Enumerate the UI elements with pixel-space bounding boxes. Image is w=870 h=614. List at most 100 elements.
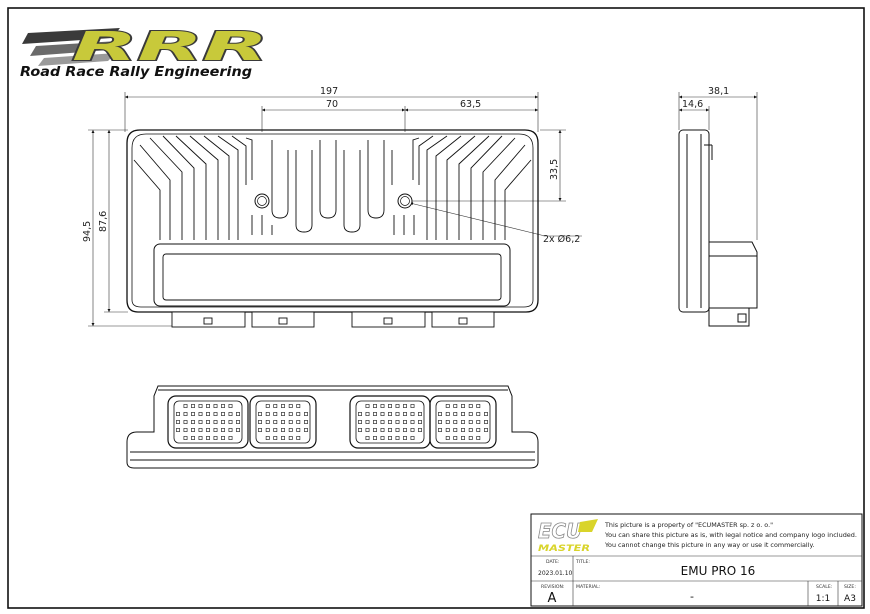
dimension-left: 94,5 87,6 <box>82 129 172 327</box>
connector-pin <box>296 404 301 408</box>
dimension-hole: 33,5 2x Ø6,2 <box>409 129 582 245</box>
connector-pin <box>273 428 278 432</box>
connector-pin <box>365 436 370 440</box>
connector-pin <box>395 436 400 440</box>
connector-pin <box>365 404 370 408</box>
connector-pin <box>176 428 180 432</box>
dim-connector-spacing: 70 <box>326 99 338 110</box>
connector-block-2 <box>249 395 317 449</box>
connector-pin <box>410 420 415 424</box>
connector-pin <box>265 420 270 424</box>
connector-pin <box>358 420 362 424</box>
connector-pin <box>221 436 225 440</box>
revision-value: A <box>548 591 557 606</box>
connector-pin <box>236 428 240 432</box>
connector-pin <box>273 412 278 416</box>
connector-pin <box>388 420 392 424</box>
connector-pin <box>258 412 262 416</box>
connector-pin <box>281 420 285 424</box>
connector-pin <box>191 428 195 432</box>
mounting-hole-left <box>254 193 270 209</box>
connector-pin <box>296 420 301 424</box>
connector-pin <box>461 436 465 440</box>
connector-pin <box>288 428 293 432</box>
connector-pin <box>213 436 218 440</box>
connector-pin <box>373 436 377 440</box>
connector-pin <box>198 420 203 424</box>
connector-pin <box>403 404 407 408</box>
connector-pin <box>395 428 400 432</box>
dim-side-flange: 14,6 <box>682 99 703 110</box>
connector-pin <box>281 436 285 440</box>
connector-pin <box>206 404 210 408</box>
svg-text:MASTER: MASTER <box>538 544 590 554</box>
connector-pin <box>380 420 385 424</box>
connector-pin <box>258 428 262 432</box>
connector-pin <box>296 436 301 440</box>
mounting-hole-right <box>397 193 413 209</box>
connector-pin <box>206 420 210 424</box>
ecumaster-logo: ECU MASTER <box>538 519 598 554</box>
connector-pin <box>403 412 407 416</box>
dim-inner-height: 87,6 <box>98 211 109 232</box>
connector-pin <box>410 436 415 440</box>
connector-pin <box>183 436 188 440</box>
connector-pin <box>191 412 195 416</box>
connector-pin <box>281 404 285 408</box>
connector-pin <box>445 404 450 408</box>
dim-overall-height: 94,5 <box>82 221 93 242</box>
connector-pin <box>484 428 488 432</box>
connector-pin <box>484 420 488 424</box>
connector-pin <box>265 436 270 440</box>
connector-pin <box>273 436 278 440</box>
connector-pin <box>438 420 442 424</box>
connector-pin <box>403 428 407 432</box>
connector-pin <box>418 428 422 432</box>
connector-pin <box>373 404 377 408</box>
connector-pin <box>221 428 225 432</box>
connector-pin <box>236 412 240 416</box>
connector-pin <box>453 428 458 432</box>
connector-pin <box>228 412 233 416</box>
connector-pin <box>191 404 195 408</box>
connector-pin <box>476 412 481 416</box>
connector-pin <box>206 436 210 440</box>
connector-pin <box>221 412 225 416</box>
connector-pin <box>476 436 481 440</box>
connector-pin <box>403 436 407 440</box>
connector-pin <box>288 404 293 408</box>
connector-pin <box>176 412 180 416</box>
connector-pin <box>236 420 240 424</box>
connector-pin <box>380 404 385 408</box>
connector-pin <box>213 404 218 408</box>
connector-pin <box>183 404 188 408</box>
connector-pin <box>410 428 415 432</box>
connector-pin <box>476 420 481 424</box>
dim-hole-offset: 33,5 <box>549 159 560 180</box>
date-label: DATE: <box>546 559 560 565</box>
connector-pin <box>213 412 218 416</box>
connector-pin <box>468 420 473 424</box>
dim-overall-width: 197 <box>320 86 338 97</box>
logo-tagline: Road Race Rally Engineering <box>20 65 252 80</box>
connector-pin <box>388 412 392 416</box>
connector-pin <box>288 420 293 424</box>
connector-pin <box>484 412 488 416</box>
connector-pin <box>445 412 450 416</box>
connector-pin <box>288 436 293 440</box>
connector-pin <box>395 420 400 424</box>
connector-pin <box>380 428 385 432</box>
connector-pin <box>438 412 442 416</box>
legal-notice-1: This picture is a property of "ECUMASTER… <box>604 521 773 529</box>
connector-pin <box>213 420 218 424</box>
legal-notice-2: You can share this picture as is, with l… <box>604 531 857 539</box>
connector-pin <box>453 404 458 408</box>
connector-block-1 <box>167 395 249 449</box>
connector-pin <box>461 404 465 408</box>
connector-pin <box>198 412 203 416</box>
legal-notice-3: You cannot change this picture in any wa… <box>604 541 814 549</box>
connector-pin <box>304 412 308 416</box>
connector-pin <box>191 420 195 424</box>
connector-pin <box>183 412 188 416</box>
